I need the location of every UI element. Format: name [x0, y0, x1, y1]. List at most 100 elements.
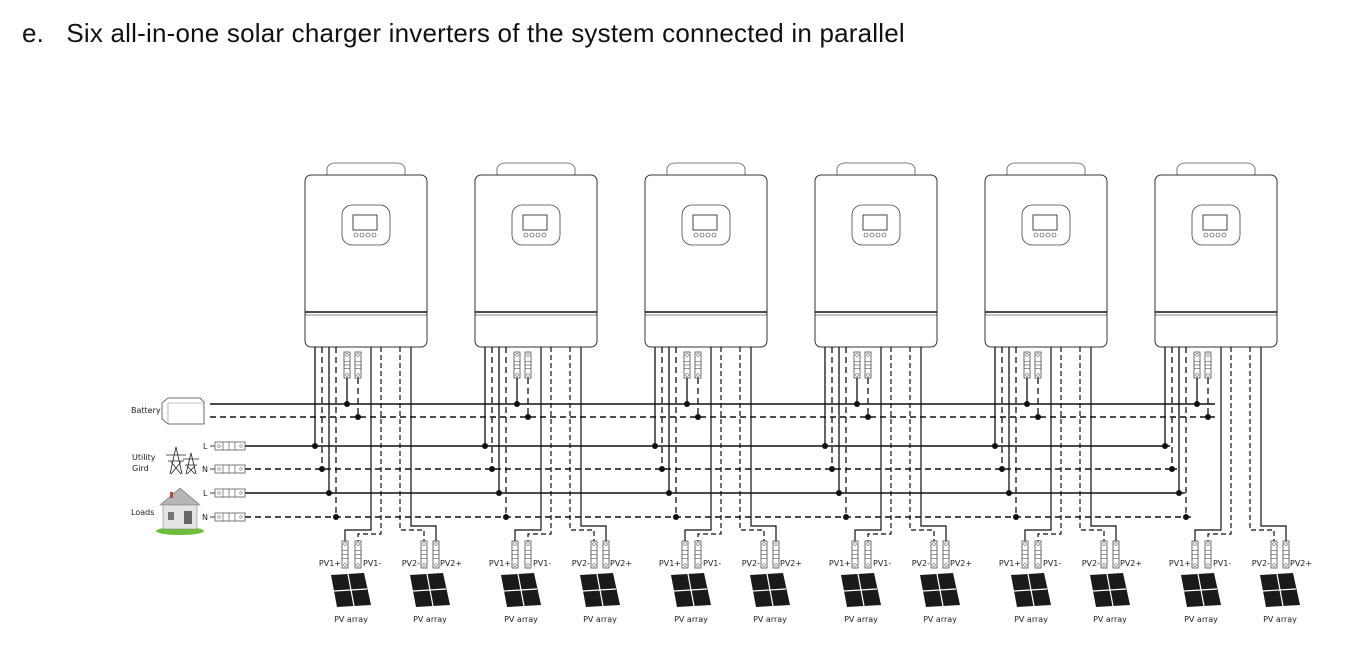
junction-dot — [1162, 443, 1168, 449]
bus-bars — [210, 403, 1215, 522]
pv1-negative-wire — [867, 347, 892, 541]
pv2-positive-wire — [410, 347, 437, 541]
junction-dot — [333, 514, 339, 520]
breaker-icon — [343, 351, 351, 379]
control-button-icon — [881, 232, 887, 238]
breaker-icon — [432, 540, 440, 569]
junction-dot — [684, 401, 690, 407]
junction-dot — [1169, 466, 1175, 472]
pv1-minus-label: PV1- — [363, 559, 381, 568]
junction-dot — [319, 466, 325, 472]
control-button-icon — [1045, 232, 1051, 238]
solar-panel-icon — [1181, 573, 1221, 607]
breaker-icon — [1023, 351, 1031, 379]
inverter — [304, 162, 428, 348]
inverter-body — [474, 174, 598, 348]
junction-dot — [344, 401, 350, 407]
load-N-label: N — [202, 513, 208, 522]
junction-dot — [1013, 514, 1019, 520]
inverter — [644, 162, 768, 348]
terminal-block-icon — [214, 512, 246, 522]
breaker-icon — [772, 540, 780, 569]
control-button-icon — [541, 232, 547, 238]
junction-dot — [1183, 514, 1189, 520]
solar-panel-icon — [750, 573, 790, 607]
pv1-plus-label: PV1+ — [1169, 559, 1191, 568]
inverter-body — [984, 174, 1108, 348]
inverter — [984, 162, 1108, 348]
pv2-positive-wire — [1260, 347, 1287, 541]
pv-array-label: PV array — [923, 615, 957, 624]
solar-panel-icon — [1090, 573, 1130, 607]
breaker-icon — [694, 351, 702, 379]
junction-dot — [695, 414, 701, 420]
control-button-icon — [699, 232, 705, 238]
breaker-icon — [942, 540, 950, 569]
breaker-icon — [864, 351, 872, 379]
pv2-plus-label: PV2+ — [950, 559, 972, 568]
inverter — [1154, 162, 1278, 348]
terminal-block-icon — [214, 488, 246, 498]
breaker-icon — [602, 540, 610, 569]
pv2-plus-label: PV2+ — [1290, 559, 1312, 568]
pv2-plus-label: PV2+ — [780, 559, 802, 568]
pv2-negative-wire — [739, 347, 765, 541]
control-button-icon — [693, 232, 699, 238]
grid-N-label: N — [202, 465, 208, 474]
control-button-icon — [869, 232, 875, 238]
pv-array-label: PV array — [753, 615, 787, 624]
pv2-plus-label: PV2+ — [1120, 559, 1142, 568]
pv1-minus-label: PV1- — [873, 559, 891, 568]
control-button-icon — [1033, 232, 1039, 238]
pv1-positive-wire — [1024, 347, 1052, 541]
junction-dot — [992, 443, 998, 449]
junction-dot — [836, 490, 842, 496]
lcd-screen-icon — [352, 214, 378, 231]
solar-panel-icon — [410, 573, 450, 607]
junction-dot — [652, 443, 658, 449]
inverter — [814, 162, 938, 348]
breaker-icon — [760, 540, 768, 569]
breaker-icon — [1204, 351, 1212, 379]
breaker-icon — [420, 540, 428, 569]
pv2-positive-wire — [920, 347, 947, 541]
load-L-label: L — [203, 489, 208, 498]
pv1-plus-label: PV1+ — [829, 559, 851, 568]
pv2-minus-label: PV2- — [912, 559, 930, 568]
pv-array-label: PV array — [1184, 615, 1218, 624]
pv-array-label: PV array — [1014, 615, 1048, 624]
mounting-bracket — [496, 162, 576, 175]
pv1-plus-label: PV1+ — [489, 559, 511, 568]
pv1-minus-label: PV1- — [1043, 559, 1061, 568]
breaker-icon — [864, 540, 872, 569]
breaker-icon — [1034, 540, 1042, 569]
pv2-negative-wire — [909, 347, 935, 541]
breaker-icon — [853, 351, 861, 379]
breaker-icon — [511, 540, 519, 569]
junction-dot — [489, 466, 495, 472]
breaker-icon — [1270, 540, 1278, 569]
junction-dot — [1194, 401, 1200, 407]
control-button-icon — [523, 232, 529, 238]
pv2-negative-wire — [569, 347, 595, 541]
pv2-negative-wire — [1079, 347, 1105, 541]
junction-dot — [1006, 490, 1012, 496]
inverter-body — [644, 174, 768, 348]
pv-array-label: PV array — [413, 615, 447, 624]
control-button-icon — [705, 232, 711, 238]
breaker-icon — [590, 540, 598, 569]
breaker-icon — [1021, 540, 1029, 569]
grid-L-label: L — [203, 442, 208, 451]
breaker-icon — [694, 540, 702, 569]
mounting-bracket — [836, 162, 916, 175]
breaker-icon — [683, 351, 691, 379]
pv2-negative-wire — [399, 347, 425, 541]
pv1-negative-wire — [697, 347, 722, 541]
junction-dot — [1035, 414, 1041, 420]
pv-array-label: PV array — [583, 615, 617, 624]
control-button-icon — [535, 232, 541, 238]
source-legend: Battery Utility Gird Loads L N L N — [131, 397, 208, 535]
lcd-screen-icon — [692, 214, 718, 231]
